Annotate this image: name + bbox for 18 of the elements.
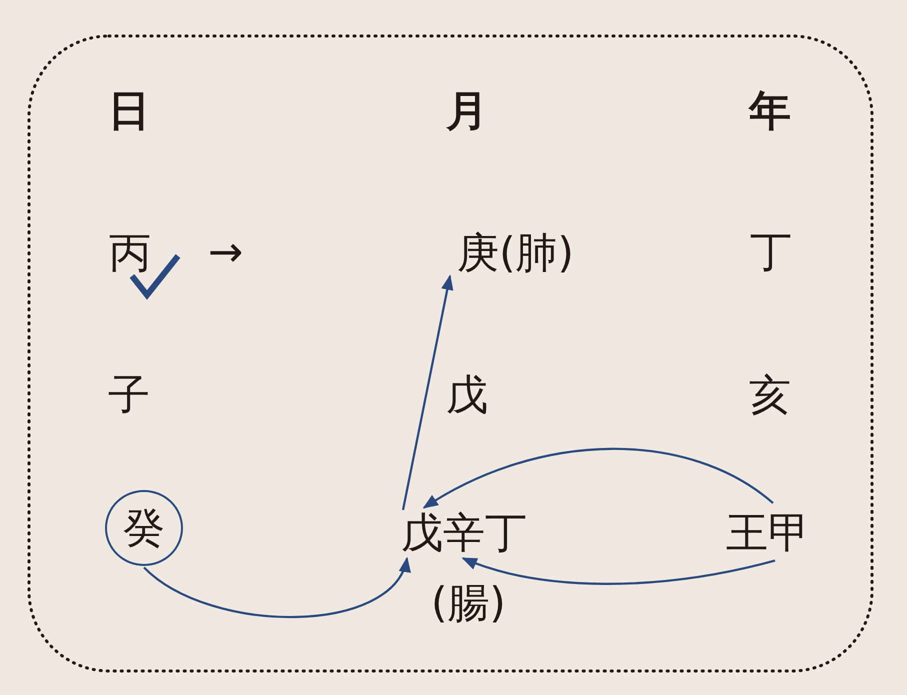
arrow [422, 448, 774, 509]
character-label: 戊 [446, 372, 488, 418]
character-text: 王甲 [720, 510, 816, 556]
character-text: 戊辛丁 [391, 510, 537, 556]
character-label: → [208, 229, 244, 275]
arrow [402, 274, 454, 510]
character-text: 庚(肺) [443, 230, 588, 276]
circled-character: 癸 [105, 490, 183, 566]
character-text: 丙 [106, 230, 154, 276]
column-heading: 月 [446, 88, 488, 134]
column-heading: 年 [749, 88, 791, 134]
note-text: (腸) [431, 580, 506, 626]
arrow [143, 556, 408, 618]
arrow [462, 557, 776, 585]
character-label: 丁 [750, 229, 792, 275]
character-label: 亥 [749, 372, 791, 418]
column-heading: 日 [108, 88, 150, 134]
character-label: 子 [108, 372, 150, 418]
